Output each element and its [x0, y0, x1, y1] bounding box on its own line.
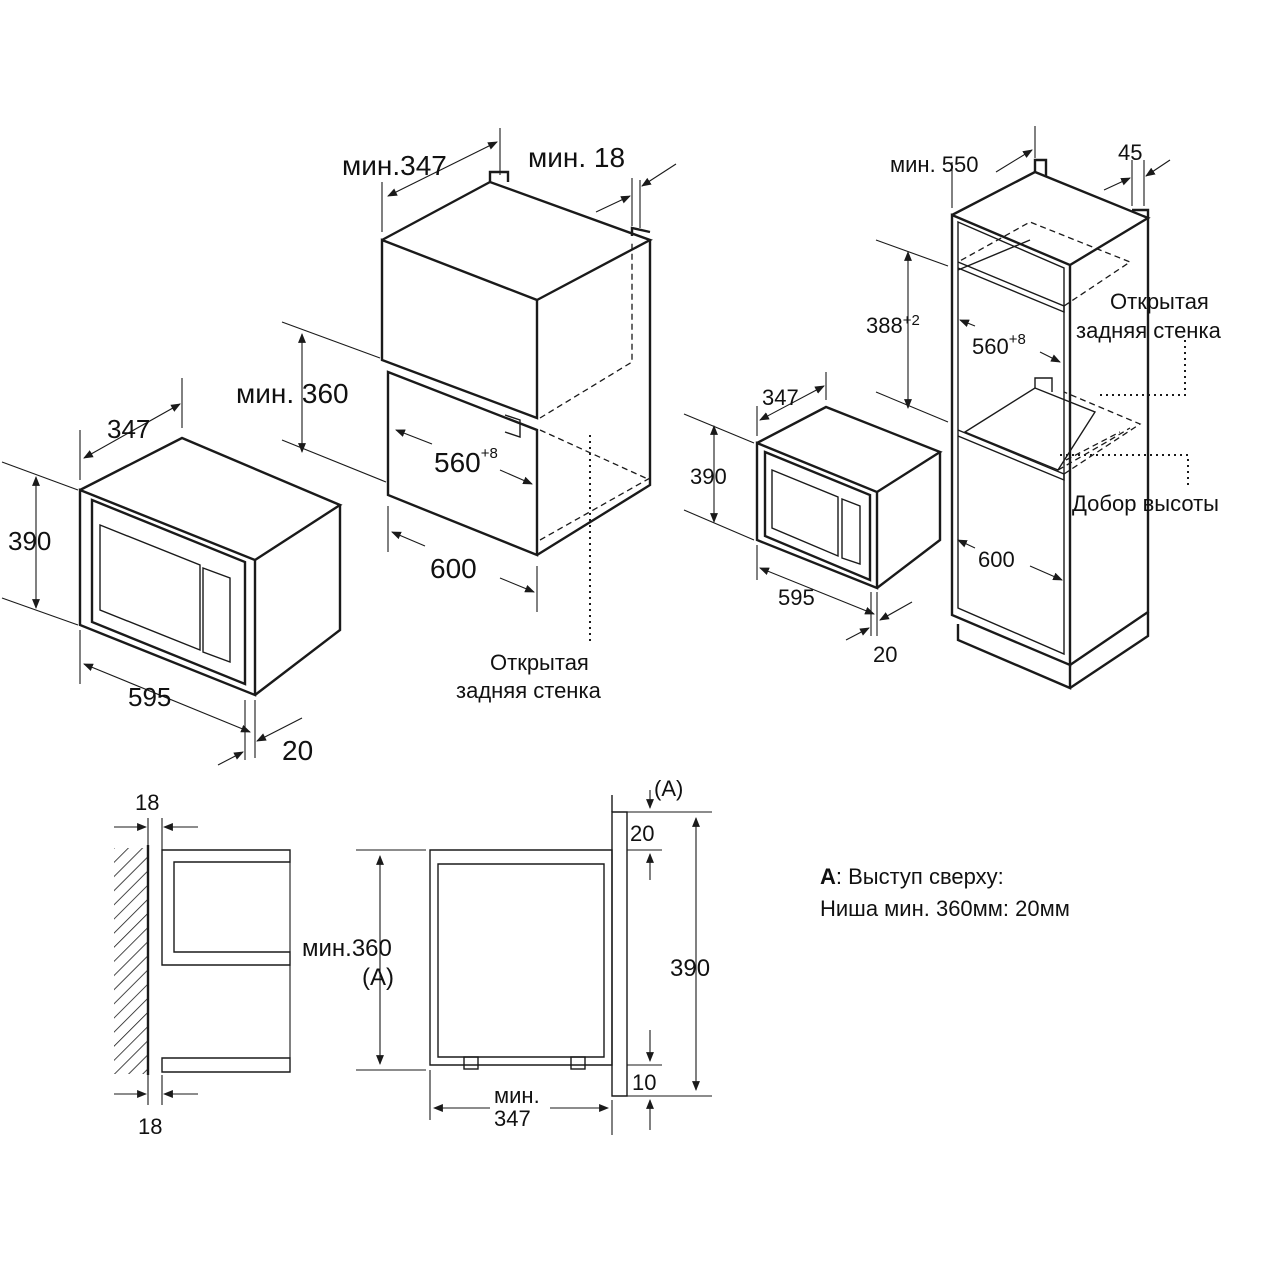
view2-wall-cabinet	[281, 128, 677, 645]
view3-microwave	[683, 372, 943, 641]
v1-depth-label: 347	[107, 414, 150, 444]
upper-cabinet-front	[380, 238, 539, 420]
legend-line2: Ниша мин. 360мм: 20мм	[820, 896, 1070, 921]
v6-total-height-label: 390	[670, 955, 710, 982]
v3-depth-label: 347	[762, 385, 799, 410]
v2-min-depth-label: мин.347	[342, 150, 447, 181]
microwave-body-side	[429, 849, 613, 1066]
v4-open-back-line1: Открытая	[1110, 289, 1209, 314]
v6-bottom-gap-label: 10	[632, 1070, 656, 1095]
upper-panel	[161, 849, 291, 966]
legend-line1: A: Выступ сверху:	[820, 864, 1004, 889]
v6-min-depth-line2: 347	[494, 1106, 531, 1131]
v4-niche-height-label: 388+2	[866, 312, 920, 338]
v4-open-back-line2: задняя стенка	[1076, 318, 1222, 343]
v4-back-gap-label: 45	[1118, 140, 1142, 165]
view5-side-section	[114, 818, 291, 1105]
microwave-front-frame-small	[755, 441, 879, 590]
v5-bottom-panel-label: 18	[138, 1114, 162, 1139]
microwave-door-window	[99, 523, 201, 652]
v2-cabinet-width-label: 600	[430, 553, 477, 584]
v1-width-label: 595	[128, 682, 171, 712]
front-panel-side	[611, 811, 628, 1097]
v2-niche-width-label: 560+8	[434, 445, 498, 478]
v4-height-filler-label: Добор высоты	[1072, 491, 1219, 516]
v1-height-label: 390	[8, 526, 51, 556]
view1-microwave	[1, 378, 343, 766]
labels: 347 390 595 20 мин.347 мин. 18 мин. 360 …	[8, 140, 1222, 1139]
view6-side-profile	[356, 790, 712, 1135]
v4-min-depth-label: мин. 550	[890, 152, 979, 177]
v4-niche-width-label: 560+8	[972, 331, 1026, 359]
v2-min-niche-label: мин. 360	[236, 378, 349, 409]
v6-a-marker: (A)	[362, 964, 394, 991]
v1-overhang-label: 20	[282, 735, 313, 766]
v2-open-back-line1: Открытая	[490, 650, 589, 675]
v3-width-label: 595	[778, 585, 815, 610]
tall-cabinet-front	[950, 213, 1072, 667]
v5-top-panel-label: 18	[135, 790, 159, 815]
v6-min-niche-label: мин.360	[302, 935, 392, 962]
v2-open-back-line2: задняя стенка	[456, 678, 602, 703]
lower-panel	[161, 1057, 291, 1073]
v3-overhang-label: 20	[873, 642, 897, 667]
v4-cabinet-width-label: 600	[978, 547, 1015, 572]
v6-top-a-marker: (A)	[654, 776, 683, 801]
v6-min-depth-line1: мин.	[494, 1083, 540, 1108]
microwave-control-panel	[202, 566, 231, 664]
v6-top-gap-label: 20	[630, 821, 654, 846]
wall-hatch	[114, 848, 148, 1074]
view4-tall-cabinet	[875, 126, 1189, 690]
microwave-front-frame	[78, 488, 257, 697]
height-filler-shelf	[963, 387, 1097, 471]
v3-height-label: 390	[690, 464, 727, 489]
v2-min-wall-label: мин. 18	[528, 142, 625, 173]
